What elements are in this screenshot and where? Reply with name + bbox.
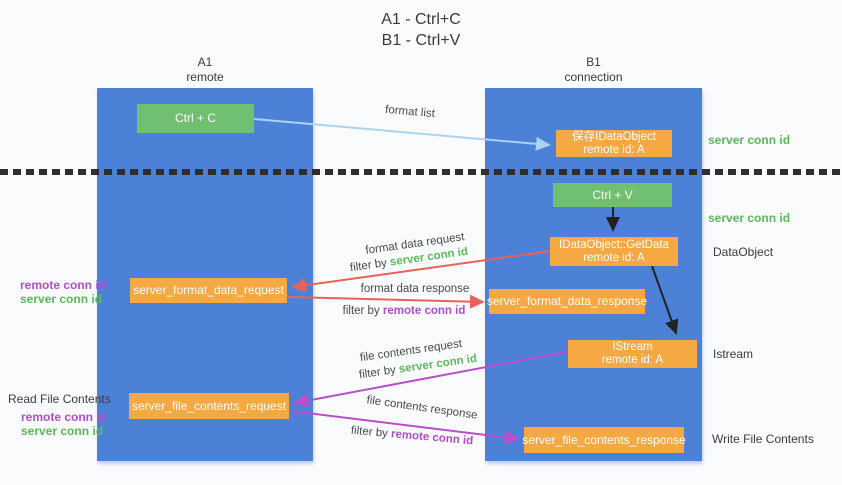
format-data-response-arrow: [287, 294, 485, 309]
remote-conn-id-text: remote conn id: [390, 428, 474, 448]
ctrl-c-node: Ctrl + C: [137, 104, 254, 133]
diagram-title: A1 - Ctrl+C B1 - Ctrl+V: [0, 9, 842, 51]
filter-by-text: filter by: [349, 257, 388, 275]
istream-line1: IStream: [612, 341, 653, 353]
lane-a-name: A1: [197, 55, 213, 69]
server-format-data-response-label: server_format_data_response: [486, 294, 648, 308]
filter-by-text: filter by: [350, 424, 389, 440]
remote-conn-id-text: remote conn id: [382, 305, 466, 317]
format-data-response-label: format data response: [360, 283, 470, 295]
server-file-contents-response-label: server_file_contents_response: [522, 432, 686, 447]
read-file-contents-annotation: Read File Contents: [8, 392, 111, 406]
format-list-label: format list: [384, 103, 436, 121]
save-idataobject-line2: remote id: A: [583, 143, 645, 156]
getdata-line1: IDataObject::GetData: [559, 238, 669, 251]
remote-conn-id-annotation-format: remote conn id: [20, 278, 107, 292]
ctrl-v-node: Ctrl + V: [553, 183, 672, 207]
server-format-data-request-node: server_format_data_request: [130, 278, 287, 303]
write-file-contents-annotation: Write File Contents: [712, 432, 814, 446]
server-format-data-response-node: server_format_data_response: [486, 289, 648, 314]
server-file-contents-request-node: server_file_contents_request: [129, 393, 289, 419]
server-format-data-request-label: server_format_data_request: [133, 283, 284, 297]
format-response-filter-label: filter by remote conn id: [338, 305, 470, 317]
istream-node: IStream remote id: A: [568, 340, 697, 368]
ctrl-v-label: Ctrl + V: [592, 187, 633, 202]
filter-by-text: filter by: [342, 305, 380, 317]
save-idataobject-line1: 保存IDataObject: [572, 130, 656, 143]
server-file-contents-response-node: server_file_contents_response: [522, 427, 686, 453]
lane-a-header: A1 remote: [97, 55, 313, 85]
getdata-line2: remote id: A: [583, 251, 645, 264]
server-conn-id-annotation-top: server conn id: [708, 133, 791, 147]
title-line-1: A1 - Ctrl+C: [381, 11, 461, 28]
file-contents-response-label: file contents response: [365, 394, 479, 422]
lane-a-subtitle: remote: [186, 70, 224, 84]
lane-b-name: B1: [586, 55, 601, 69]
server-conn-id-annotation-file: server conn id: [21, 424, 104, 438]
server-conn-id-annotation-format: server conn id: [20, 292, 103, 306]
getdata-node: IDataObject::GetData remote id: A: [550, 237, 678, 266]
remote-conn-id-annotation-file: remote conn id: [21, 410, 108, 424]
phase-separator-line: [0, 169, 842, 175]
server-conn-id-annotation-mid: server conn id: [708, 211, 791, 225]
file-response-filter-label: filter by remote conn id: [350, 425, 475, 448]
lane-b-subtitle: connection: [564, 70, 623, 84]
save-idataobject-node: 保存IDataObject remote id: A: [556, 130, 672, 157]
istream-line2: remote id: A: [601, 354, 664, 366]
title-line-2: B1 - Ctrl+V: [381, 32, 461, 49]
server-file-contents-request-label: server_file_contents_request: [131, 398, 287, 413]
lane-b-header: B1 connection: [485, 55, 702, 85]
istream-annotation: Istream: [713, 347, 754, 361]
dataobject-annotation: DataObject: [713, 245, 774, 259]
ctrl-c-label: Ctrl + C: [174, 111, 216, 125]
filter-by-text: filter by: [358, 364, 397, 382]
